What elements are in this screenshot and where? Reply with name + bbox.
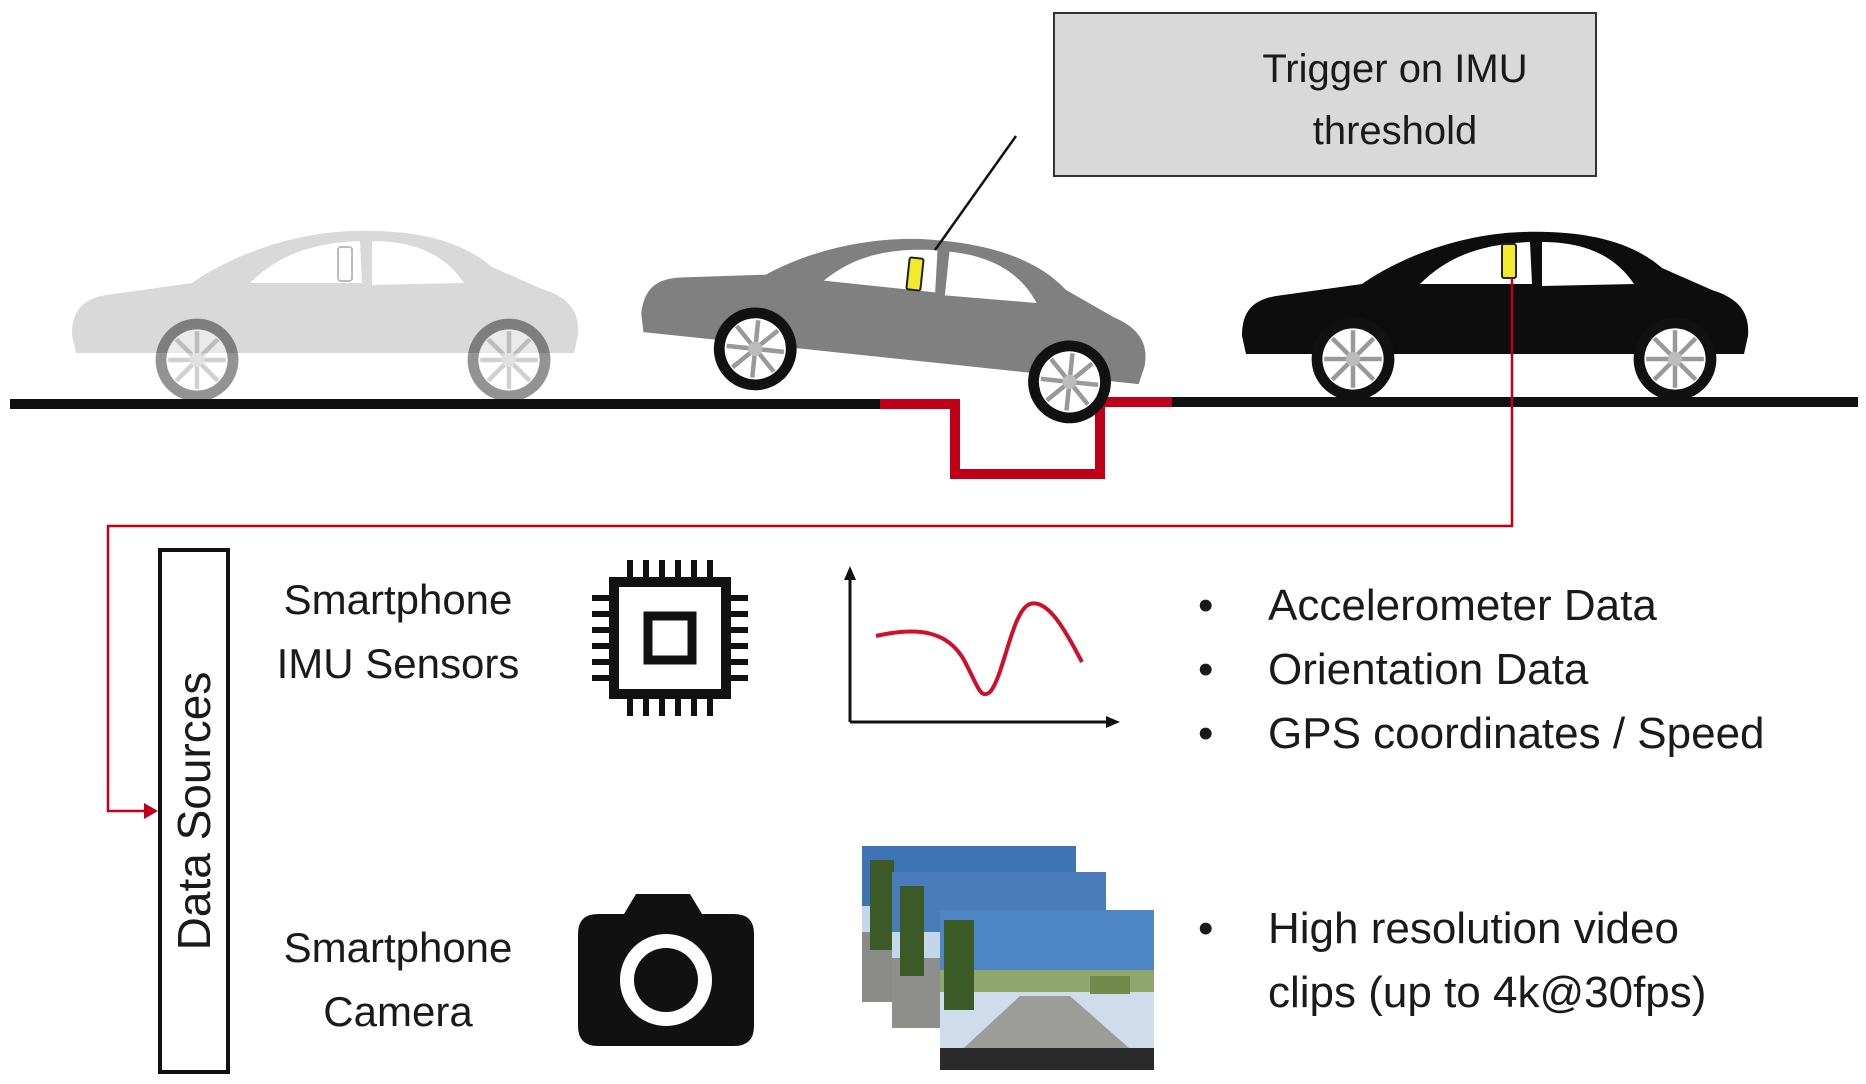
data-sources-box <box>158 548 230 1074</box>
bullet-dot: • <box>1198 904 1214 953</box>
bullet-dot: • <box>1198 709 1214 758</box>
imu-bullet-text: GPS coordinates / Speed <box>1268 709 1765 758</box>
phone-icon-car-dark <box>1501 243 1517 279</box>
imu-bullet-list: • Accelerometer Data • Orientation Data • G… <box>1198 574 1765 766</box>
car-dark <box>1242 231 1749 401</box>
signal-line <box>106 278 1514 813</box>
imu-bullet: • Accelerometer Data <box>1198 574 1765 638</box>
bullet-dot: • <box>1198 645 1214 694</box>
trigger-text: Trigger on IMU threshold <box>1262 47 1528 153</box>
road <box>10 397 1858 409</box>
signal-plot-icon <box>844 566 1120 728</box>
camera-icon <box>578 894 754 1046</box>
camera-source-label: Smartphone Camera <box>283 924 513 1035</box>
imu-source-label: Smartphone IMU Sensors <box>276 576 520 687</box>
imu-bullet-text: Accelerometer Data <box>1268 581 1657 630</box>
chip-icon <box>592 560 748 716</box>
phone-icon-car-mid <box>905 256 925 292</box>
camera-bullet-text: High resolution video clips (up to 4k@30… <box>1268 904 1707 1017</box>
callout-line <box>933 135 1018 251</box>
camera-bullet: • High resolution video clips (up to 4k@3… <box>1198 897 1706 1025</box>
pothole <box>880 397 1172 479</box>
camera-bullet-list: • High resolution video clips (up to 4k@3… <box>1198 897 1706 1025</box>
video-frames-icon <box>862 846 1154 1070</box>
car-light <box>72 230 579 402</box>
car-mid <box>641 238 1146 431</box>
imu-bullet: • GPS coordinates / Speed <box>1198 702 1765 766</box>
data-sources-title: Data Sources <box>168 671 220 951</box>
bullet-dot: • <box>1198 581 1214 630</box>
imu-bullet-text: Orientation Data <box>1268 645 1589 694</box>
imu-bullet: • Orientation Data <box>1198 638 1765 702</box>
signal-arrowhead <box>144 803 158 819</box>
trigger-box <box>1053 12 1597 177</box>
